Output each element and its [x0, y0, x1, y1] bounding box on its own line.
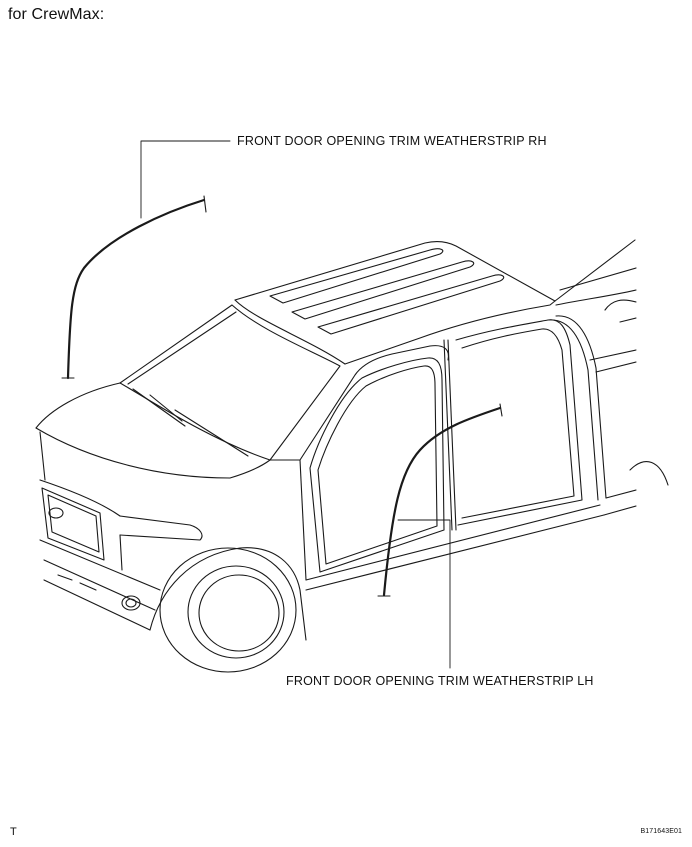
callout-label-rh: FRONT DOOR OPENING TRIM WEATHERSTRIP RH: [237, 134, 547, 148]
front-door-opening: [309, 357, 445, 573]
figure-id: B171643E01: [640, 828, 682, 835]
front-wheel: [159, 547, 297, 673]
rh-weatherstrip-part: [61, 195, 207, 380]
corner-mark: T: [10, 826, 17, 838]
callout-label-lh: FRONT DOOR OPENING TRIM WEATHERSTRIP LH: [286, 674, 594, 688]
truck-body: [35, 239, 669, 673]
lh-weatherstrip: [377, 403, 503, 597]
lh-leader-line: [397, 519, 451, 669]
variant-label: for CrewMax:: [8, 6, 105, 23]
rh-leader-line: [140, 140, 231, 219]
rear-door-opening: [455, 315, 607, 526]
